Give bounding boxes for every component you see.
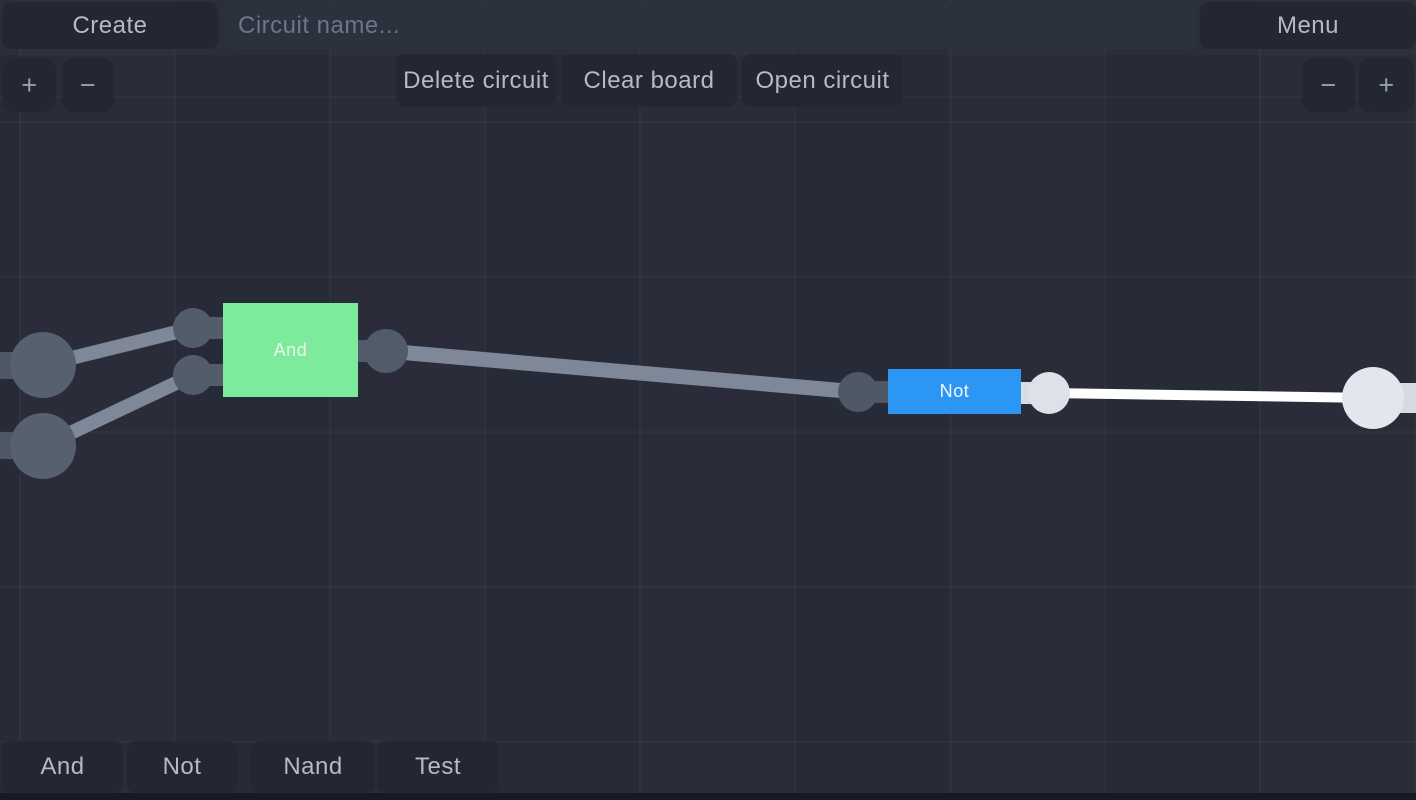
and-output-node[interactable]	[364, 329, 408, 373]
menu-button[interactable]: Menu	[1200, 2, 1416, 49]
input-terminal-1[interactable]	[10, 332, 76, 398]
not-input-node[interactable]	[838, 372, 878, 412]
not-output-node[interactable]	[1028, 372, 1070, 414]
input-terminal-2[interactable]	[10, 413, 76, 479]
delete-circuit-button[interactable]: Delete circuit	[396, 54, 556, 107]
palette-item-and[interactable]: And	[2, 741, 123, 793]
gate-not[interactable]: Not	[888, 369, 1021, 414]
clear-board-button[interactable]: Clear board	[561, 54, 737, 107]
and-input-node-2[interactable]	[173, 355, 213, 395]
circuit-name-input[interactable]	[224, 2, 1197, 49]
create-button[interactable]: Create	[2, 2, 218, 49]
wire-and-to-not	[385, 343, 859, 400]
palette-item-test[interactable]: Test	[377, 741, 499, 793]
zoom-out-left-button[interactable]: −	[62, 58, 114, 112]
wire-not-to-output	[1048, 388, 1374, 403]
zoom-in-right-button[interactable]: +	[1359, 58, 1414, 112]
palette-item-nand[interactable]: Nand	[251, 741, 375, 793]
and-input-node-1[interactable]	[173, 308, 213, 348]
gate-and[interactable]: And	[223, 303, 358, 397]
open-circuit-button[interactable]: Open circuit	[742, 54, 903, 107]
zoom-out-right-button[interactable]: −	[1302, 58, 1355, 112]
bottom-edge-strip	[0, 793, 1416, 800]
palette-item-not[interactable]: Not	[127, 741, 237, 793]
zoom-in-left-button[interactable]: +	[3, 58, 56, 112]
output-terminal[interactable]	[1342, 367, 1404, 429]
